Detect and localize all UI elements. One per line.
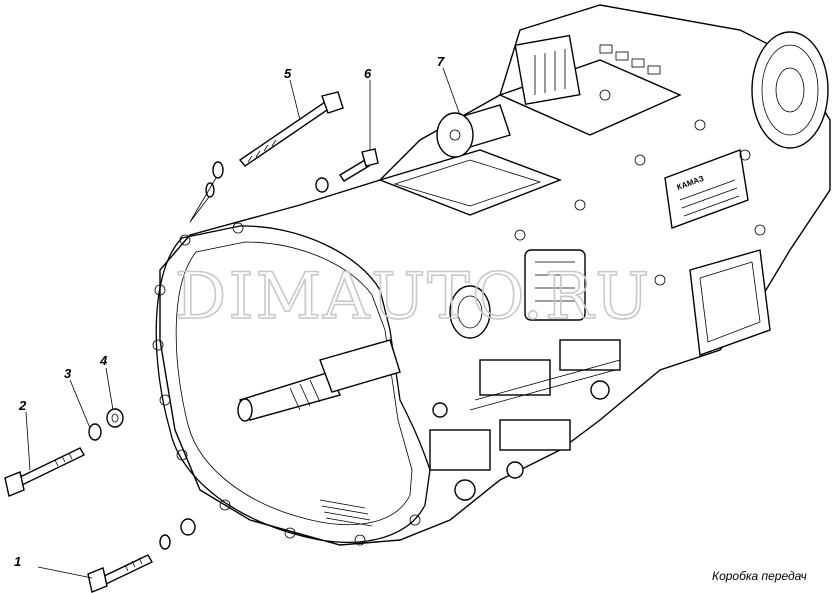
washer-6 (315, 177, 329, 193)
splitter-cylinder (436, 104, 511, 158)
bell-housing-lugs (152, 222, 421, 546)
caption: Коробка передач (712, 569, 807, 583)
housing-bolts (514, 89, 766, 286)
input-shaft (237, 285, 491, 422)
washer-5b (205, 182, 215, 198)
callout-1: 1 (14, 554, 21, 569)
washer-1b (180, 518, 196, 536)
nameplate: КАМАЗ (664, 149, 749, 229)
callout-6: 6 (364, 66, 372, 81)
bell-housing-slots (319, 499, 373, 527)
filter-block (524, 249, 586, 321)
callout-2: 2 (18, 398, 27, 413)
bolt-2 (4, 447, 85, 497)
callout-5: 5 (284, 66, 292, 81)
bolt-6 (339, 148, 379, 182)
gearbox-assembly: КАМАЗ (152, 4, 831, 546)
bolt-1 (87, 554, 153, 593)
callout-4: 4 (99, 353, 108, 368)
leader-lines (25, 67, 461, 579)
rear-flange (751, 31, 829, 149)
watermark: DIMAUTO.RU (175, 260, 651, 334)
washer-4 (106, 408, 124, 428)
washer-5a (212, 161, 224, 179)
shift-mechanism (429, 339, 621, 501)
top-cover (377, 34, 682, 216)
washer-3 (88, 423, 102, 441)
washer-1a (159, 534, 171, 550)
callout-3: 3 (64, 366, 72, 381)
callout-7: 7 (437, 54, 445, 69)
side-cover (689, 249, 771, 356)
bolt-5 (238, 91, 344, 167)
